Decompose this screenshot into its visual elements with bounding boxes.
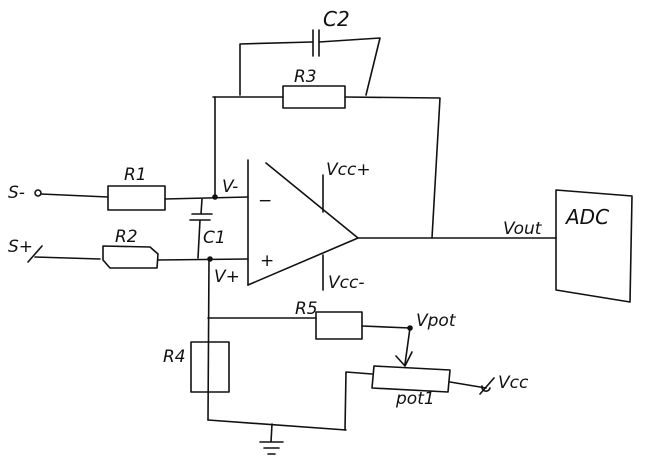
label-opamp-minus: − [258,191,272,211]
potentiometer-pot1 [344,327,495,431]
label-r3: R3 [294,67,317,87]
label-r5: R5 [295,299,318,319]
label-vcc-plus: Vcc+ [326,160,371,180]
label-c1: C1 [203,228,226,248]
resistor-r2 [27,245,249,269]
label-vcc-minus: Vcc- [328,273,364,293]
resistor-r3 [212,85,441,239]
node-v-plus [207,256,213,262]
label-c2: C2 [323,7,350,31]
label-r1: R1 [124,165,147,185]
label-pot1: pot1 [395,389,435,409]
ground-symbol [207,419,347,455]
label-s-plus: S+ [8,237,33,257]
terminal-vcc [479,377,495,395]
label-adc: ADC [564,205,609,229]
label-vcc: Vcc [498,373,529,393]
label-s-minus: S- [8,183,25,203]
terminal-s-minus [34,189,42,197]
capacitor-c2 [239,29,381,96]
v-plus-wire [207,258,210,421]
label-vout: Vout [503,219,543,239]
label-r2: R2 [115,227,138,247]
label-opamp-plus: + [260,251,274,271]
label-vpot: Vpot [416,311,457,331]
node-v-minus [212,194,218,200]
label-r4: R4 [163,347,186,367]
label-v-plus: V+ [214,267,240,287]
resistor-r4 [190,341,230,393]
capacitor-c1 [189,198,213,259]
adc-block [555,189,633,303]
resistor-r1 [34,185,249,211]
terminal-s-plus [27,245,43,263]
label-v-minus: V- [222,177,238,197]
